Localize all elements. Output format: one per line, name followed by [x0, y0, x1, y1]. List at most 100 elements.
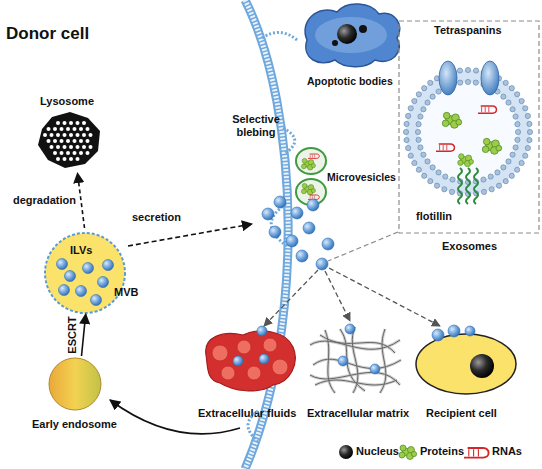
- exosome-inset-outline: [501, 94, 506, 99]
- extracellular-fluid-outline: [237, 340, 251, 354]
- legend-sample: [338, 444, 356, 460]
- exosome-inset-outline: [399, 21, 539, 233]
- rna-icon: [478, 106, 496, 113]
- multivesicular-body-outline: [40, 228, 140, 314]
- exosome-inset-outline: [422, 86, 427, 91]
- rna-icon: [312, 196, 313, 199]
- lysosome-outline: [69, 145, 73, 149]
- exosome-inset-outline: [416, 122, 421, 127]
- lysosome-outline: [50, 133, 54, 137]
- rna-icon: [310, 155, 311, 158]
- exosome-inset-outline: [422, 173, 427, 178]
- exosome-inset-outline: [412, 76, 524, 188]
- extracellular-matrix-outline: [325, 330, 335, 393]
- rna-icon: [308, 154, 319, 158]
- exosome-inset-outline: [418, 145, 423, 150]
- lysosome: Lysosome: [30, 95, 115, 173]
- exosome-vesicle: [448, 325, 460, 337]
- exosome-inset-outline: [473, 68, 478, 73]
- extracellular-fluid-outline: [247, 366, 261, 380]
- apoptotic-body-outline: [315, 17, 387, 53]
- lysosome-outline: [38, 112, 100, 168]
- exosome-inset-outline: [513, 114, 518, 119]
- rna-icon: [478, 449, 479, 456]
- lysosome-outline: [82, 121, 86, 125]
- exosome-vesicle: [91, 295, 102, 306]
- exosome-inset-outline: [449, 189, 454, 194]
- protein-icon: [482, 138, 501, 154]
- exosome-inset-outline: [443, 174, 448, 179]
- rna-icon: [473, 449, 474, 456]
- exosome-inset-outline: [506, 100, 511, 105]
- legend-sample: [398, 444, 420, 460]
- exosome-inset-outline: [515, 167, 520, 172]
- lysosome-outline: [76, 133, 80, 137]
- legend-text: RNAs: [492, 445, 522, 457]
- exosome-inset-outline: [457, 68, 462, 73]
- exosome-inset-outline: [510, 107, 515, 112]
- nucleus-sphere: [339, 445, 353, 459]
- exosome-inset-outline: [525, 113, 530, 118]
- lysosome-outline: [79, 151, 83, 155]
- lysosome-outline: [63, 121, 67, 125]
- node-label: flotillin: [416, 210, 452, 223]
- legend-text: Proteins: [420, 445, 464, 457]
- exosome-inset-outline: [513, 145, 518, 150]
- lysosome-outline: [69, 157, 73, 161]
- lysosome-outline: [73, 139, 77, 143]
- lysosome-outline: [56, 145, 60, 149]
- lysosome-outline: [63, 157, 67, 161]
- protein-icon: [482, 146, 489, 153]
- protein-icon: [442, 112, 461, 128]
- lysosome-outline: [60, 151, 64, 155]
- node-title: Extracellular matrix: [307, 407, 409, 420]
- protein-icon: [311, 164, 315, 168]
- protein-icon: [456, 119, 462, 125]
- extracellular-fluid: Extracellular fluids: [198, 325, 300, 420]
- node-label: MVB: [114, 286, 138, 299]
- exosome-inset-outline: [415, 129, 420, 134]
- node-title: Lysosome: [40, 95, 94, 108]
- lysosome-outline: [47, 127, 51, 131]
- exosome-inset-outline: [474, 168, 478, 204]
- exosome-cluster: [303, 222, 315, 234]
- extracellular-matrix-outline: [320, 335, 395, 353]
- exosome-inset-outline: [465, 79, 470, 84]
- exosome-inset-outline: [421, 107, 426, 112]
- extracellular-matrix-outline: [320, 335, 395, 353]
- exosome-inset-outline: [519, 160, 524, 165]
- nucleus-sphere: [470, 354, 494, 378]
- rna-icon: [443, 145, 444, 150]
- node-title: Recipient cell: [426, 407, 497, 420]
- protein-icon: [458, 160, 463, 165]
- membrane-bleb: [262, 32, 297, 40]
- protein-icon: [459, 154, 464, 159]
- recipient-cell-outline: [408, 322, 528, 420]
- node-title: Microvesicles: [327, 171, 396, 183]
- exosome-inset-outline: [523, 106, 528, 111]
- rna-icon: [488, 107, 489, 112]
- exosome-vesicle: [465, 326, 475, 336]
- lysosome-outline: [53, 151, 57, 155]
- exosome-vesicle: [98, 277, 109, 288]
- lysosome-outline: [56, 133, 60, 137]
- exosome-inset-outline: [416, 137, 421, 142]
- protein-icon: [411, 451, 416, 456]
- extracellular-matrix-outline: [380, 329, 386, 393]
- node-title: ILVs: [70, 244, 92, 257]
- exosome-cluster: [291, 207, 303, 219]
- exosome-inset-outline: [428, 179, 433, 184]
- nucleus-sphere: [337, 24, 357, 44]
- rna-icon: [464, 448, 489, 458]
- exosome-inset-outline: [503, 80, 508, 85]
- extracellular-matrix-outline: [310, 372, 400, 385]
- exosome-inset-outline: [525, 145, 530, 150]
- lysosome-outline: [47, 139, 51, 143]
- exosome-vesicle: [338, 356, 348, 366]
- extracellular-matrix-outline: [305, 325, 405, 420]
- protein-icon: [301, 189, 306, 194]
- lysosome-outline: [63, 145, 67, 149]
- exosome-inset-outline: [418, 114, 423, 119]
- exosome-inset-outline: [496, 183, 501, 188]
